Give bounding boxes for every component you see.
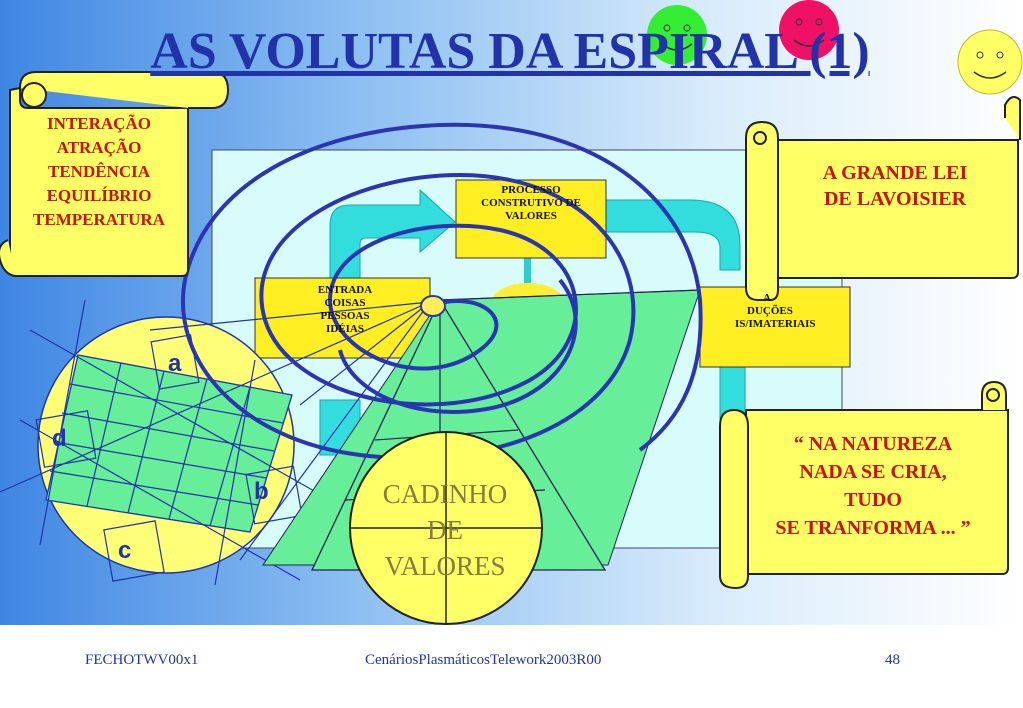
box-line: PESSOAS [320,310,370,322]
scroll-line: SE TRANFORMA ... ” [775,517,971,539]
box-line: A [763,292,771,304]
yellow-smiley-icon [957,29,1023,95]
processo-box-text: PROCESSO CONSTRUTIVO DE VALORES [458,184,604,223]
box-line: PROCESSO [501,184,561,196]
scroll-line: ATRAÇÃO [56,138,142,157]
diagram-art [0,0,1023,625]
cadinho-circle [349,431,543,625]
scroll-line: TEMPERATURA [33,210,165,229]
footer-left: FECHOTWV00x1 [85,652,199,668]
right-bottom-scroll [719,380,1009,590]
box-line: CONSTRUTIVO DE [481,197,581,209]
cadinho-line: DE [427,515,463,545]
scroll-line: INTERAÇÃO [47,114,151,133]
footer-center: CenáriosPlasmáticosTelework2003R00 [365,652,602,668]
box-line: ENTRADA [317,284,373,296]
page-number: 48 [885,652,900,668]
grid-label-c: c [118,537,132,564]
scroll-line: A GRANDE LEI [822,162,968,184]
spiral [181,122,703,461]
scroll-line: DE LAVOISIER [823,188,967,210]
box-processo [455,179,607,259]
grid-label-d: d [52,425,67,452]
box-entrada [254,277,431,359]
scroll-line: TENDÊNCIA [47,162,151,181]
right-bottom-scroll-text: “ NA NATUREZA NADA SE CRIA, TUDO SE TRAN… [748,430,998,542]
grid-label-a: a [168,350,182,377]
scroll-line: “ NA NATUREZA [793,433,953,455]
box-line: VALORES [505,210,557,222]
page-title: AS VOLUTAS DA ESPIRAL (1) [150,23,870,80]
box-line: DUÇÕES [747,305,793,317]
cadinho-text: CADINHO DE VALORES [350,476,540,584]
box-line: IDÉIAS [326,323,364,335]
right-top-scroll-text: A GRANDE LEI DE LAVOISIER [780,160,1010,212]
scroll-line: TUDO [844,489,902,511]
spiral-center [420,295,446,317]
cadinho-line: VALORES [384,551,506,581]
entrada-box-text: ENTRADA COISAS PESSOAS IDÉIAS [300,284,390,336]
label-squares [35,334,303,582]
left-scroll-text: INTERAÇÃO ATRAÇÃO TENDÊNCIA EQUILÍBRIO T… [12,112,186,232]
right-top-scroll [745,95,1021,301]
cadinho-line: CADINHO [382,479,508,509]
left-scroll [0,71,230,277]
grid-label-b: b [254,478,269,505]
red-smiley-icon [779,0,839,60]
scroll-line: NADA SE CRIA, [799,461,947,483]
green-smiley-icon [647,5,707,65]
box-line: IS/IMATERIAIS [735,318,816,330]
saida-box-text: A DUÇÕES IS/IMATERIAIS [735,292,845,331]
grid-lines [0,299,431,586]
scroll-line: EQUILÍBRIO [46,186,152,205]
connector-bar [524,258,531,298]
box-line: COISAS [324,297,366,309]
